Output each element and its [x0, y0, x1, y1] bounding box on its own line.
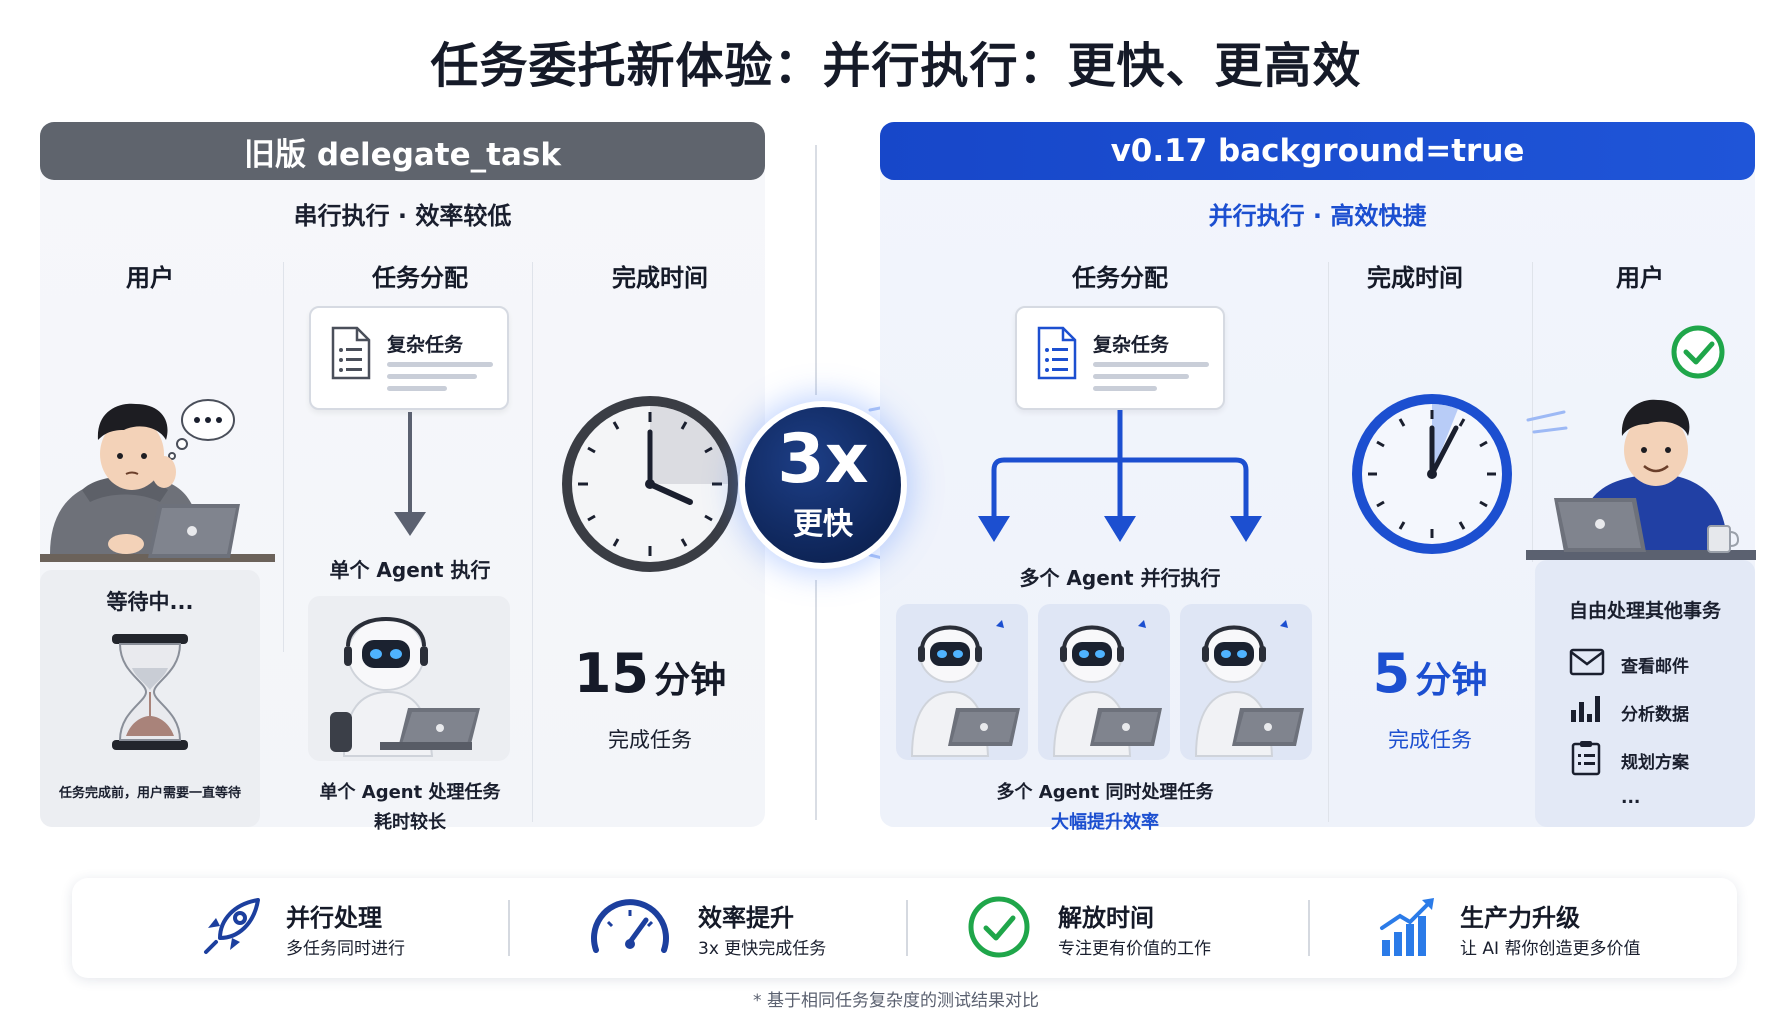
- center-divider: [815, 145, 817, 395]
- robot-agent-icon: [1194, 620, 1304, 757]
- new-time-value: 5: [1372, 642, 1411, 705]
- old-time-value: 15: [573, 642, 650, 705]
- free-item-data: 分析数据: [1621, 705, 1689, 725]
- benefit-parallel-title: 并行处理: [286, 904, 382, 932]
- new-time-readout: 5 分钟: [1328, 642, 1532, 705]
- multi-agent-caption-1: 多个 Agent 同时处理任务: [996, 782, 1214, 803]
- speed-badge: 3x 更快: [745, 407, 901, 563]
- clock-icon: [562, 396, 738, 572]
- new-time-unit: 分钟: [1415, 660, 1488, 701]
- benefit-parallel-desc: 多任务同时进行: [286, 939, 405, 959]
- complex-task-title: 复杂任务: [1093, 334, 1170, 356]
- new-col-time: 完成时间: [1367, 264, 1463, 292]
- clipboard-icon: [1571, 741, 1601, 776]
- speed-badge-label: 更快: [793, 507, 853, 542]
- benefit-divider: [906, 900, 908, 956]
- single-agent-caption-1: 单个 Agent 处理任务: [319, 782, 501, 803]
- free-time-title: 自由处理其他事务: [1568, 600, 1721, 622]
- benefit-divider: [508, 900, 510, 956]
- robot-agent-icon: [1052, 620, 1162, 757]
- benefit-parallel: 并行处理 多任务同时进行: [72, 878, 492, 978]
- waiting-title: 等待中...: [106, 590, 194, 614]
- multi-agent-caption-2: 大幅提升效率: [1051, 812, 1159, 833]
- benefit-divider: [1308, 900, 1310, 956]
- complex-task-card: 复杂任务: [309, 306, 509, 410]
- old-panel-header: 旧版 delegate_task: [40, 122, 765, 180]
- free-item-more: ...: [1621, 788, 1641, 808]
- benefit-efficiency-title: 效率提升: [698, 904, 794, 932]
- agent-card: [1180, 604, 1312, 760]
- agent-card: [1038, 604, 1170, 760]
- page-title: 任务委托新体验：并行执行：更快、更高效: [430, 38, 1362, 94]
- benefit-free-time-title: 解放时间: [1058, 904, 1154, 932]
- happy-user-illustration: [1526, 325, 1756, 560]
- clock-icon: [1352, 394, 1512, 554]
- new-panel-header: v0.17 background=true: [880, 122, 1755, 180]
- new-time-caption: 完成任务: [1388, 728, 1472, 752]
- center-divider: [815, 580, 817, 820]
- benefit-free-time: 解放时间 专注更有价值的工作: [906, 878, 1306, 978]
- free-time-card: 自由处理其他事务 查看邮件 分析数据 规划方案 ...: [1535, 560, 1755, 827]
- benefit-productivity-title: 生产力升级: [1460, 904, 1580, 932]
- old-time-readout: 15 分钟: [545, 642, 755, 705]
- hourglass-icon: [112, 634, 188, 750]
- document-icon: [1037, 326, 1077, 380]
- check-circle-icon: [968, 896, 1030, 958]
- column-divider: [532, 262, 533, 822]
- benefits-bar: 并行处理 多任务同时进行 效率提升 3x 更快完成任务 解放时间 专注更有价值的…: [72, 878, 1737, 978]
- benefit-productivity: 生产力升级 让 AI 帮你创造更多价值: [1308, 878, 1737, 978]
- check-circle-icon: [1671, 325, 1725, 379]
- old-col-assign: 任务分配: [372, 264, 468, 292]
- speedometer-icon: [591, 899, 669, 953]
- multi-agent-label: 多个 Agent 并行执行: [1019, 566, 1221, 590]
- rocket-icon: [204, 898, 260, 954]
- column-divider: [283, 262, 284, 652]
- new-version-panel: v0.17 background=true 并行执行 · 高效快捷 任务分配 完…: [880, 122, 1756, 833]
- waiting-caption: 任务完成前，用户需要一直等待: [58, 786, 241, 801]
- document-icon: [331, 326, 371, 380]
- arrow-down-icon: [394, 412, 426, 536]
- speed-badge-value: 3x: [777, 420, 869, 499]
- robot-agent-icon: [910, 620, 1020, 757]
- waiting-user-illustration: [40, 399, 275, 562]
- robot-agent-icon: [330, 617, 480, 757]
- new-col-assign: 任务分配: [1072, 264, 1168, 292]
- footnote: * 基于相同任务复杂度的测试结果对比: [753, 991, 1039, 1011]
- waiting-card: 等待中... 任务完成前，用户需要一直等待: [40, 570, 260, 827]
- mail-icon: [1569, 648, 1605, 676]
- free-item-mail: 查看邮件: [1621, 657, 1689, 677]
- column-divider: [1328, 262, 1329, 822]
- bar-chart-icon: [1571, 696, 1600, 722]
- benefit-efficiency-desc: 3x 更快完成任务: [698, 939, 827, 959]
- branch-arrows-icon: [978, 410, 1262, 542]
- benefit-productivity-desc: 让 AI 帮你创造更多价值: [1460, 939, 1641, 959]
- benefit-free-time-desc: 专注更有价值的工作: [1058, 939, 1211, 959]
- thought-bubble-icon: [168, 399, 235, 460]
- single-agent-label: 单个 Agent 执行: [329, 558, 491, 582]
- benefit-efficiency: 效率提升 3x 更快完成任务: [508, 878, 908, 978]
- growth-chart-icon: [1380, 898, 1434, 956]
- complex-task-title: 复杂任务: [387, 334, 464, 356]
- old-time-caption: 完成任务: [608, 728, 692, 752]
- new-col-user: 用户: [1616, 264, 1664, 292]
- old-panel-subtitle: 串行执行 · 效率较低: [293, 202, 512, 230]
- old-col-user: 用户: [126, 264, 174, 292]
- free-item-plan: 规划方案: [1621, 753, 1689, 773]
- single-agent-card: [308, 596, 510, 761]
- agent-card: [896, 604, 1028, 760]
- old-time-unit: 分钟: [654, 660, 727, 701]
- column-divider: [1532, 262, 1533, 562]
- old-col-time: 完成时间: [612, 264, 708, 292]
- complex-task-card: 复杂任务: [1015, 306, 1225, 410]
- single-agent-caption-2: 耗时较长: [374, 812, 446, 833]
- new-panel-subtitle: 并行执行 · 高效快捷: [1208, 202, 1427, 230]
